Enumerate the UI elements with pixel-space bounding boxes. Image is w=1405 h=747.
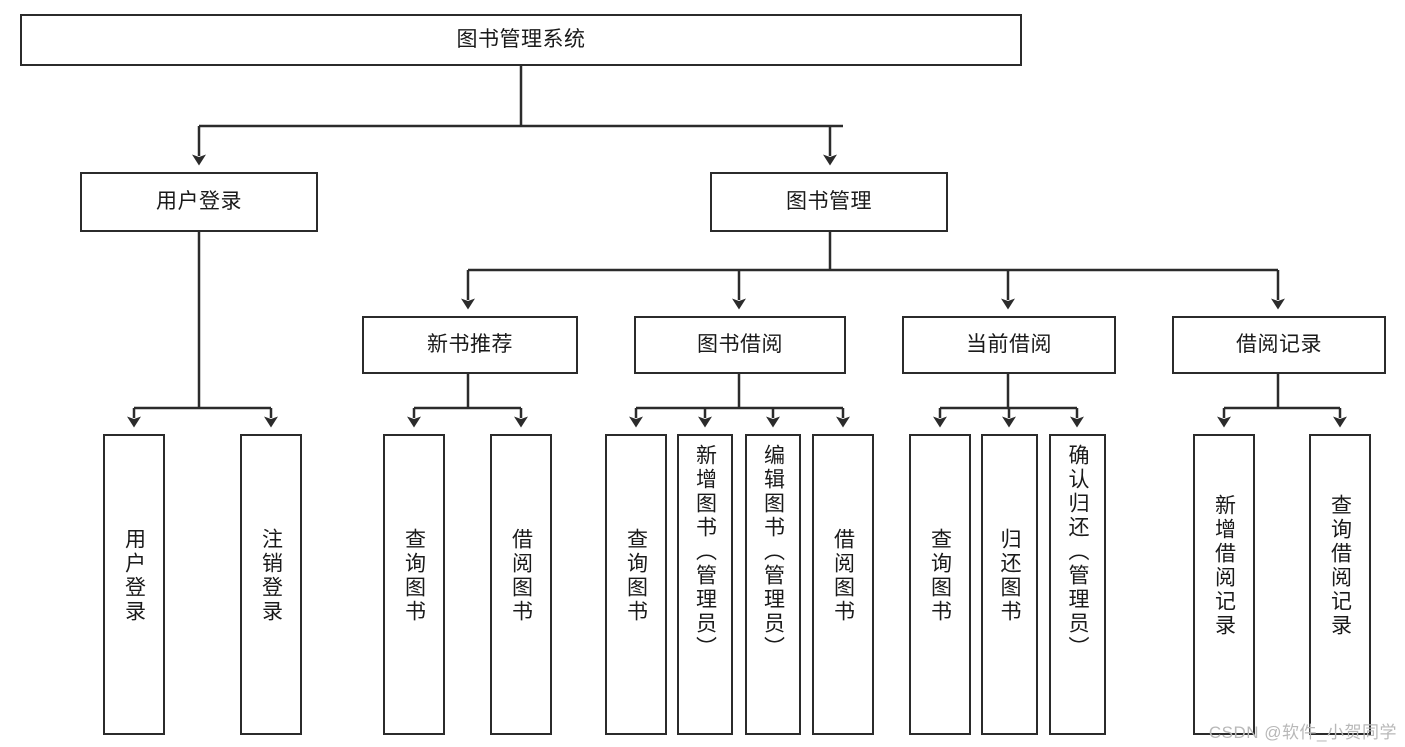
node-book-manage-label: 图书管理 — [786, 189, 872, 213]
node-leaf-user-login[interactable]: 用户登录 — [103, 434, 165, 735]
node-user-login[interactable]: 用户登录 — [80, 172, 318, 232]
node-leaf-query-book-3[interactable]: 查询图书 — [909, 434, 971, 735]
node-borrow-record-label: 借阅记录 — [1236, 332, 1322, 356]
node-current-borrow-label: 当前借阅 — [966, 332, 1052, 356]
node-leaf-borrow-book-1[interactable]: 借阅图书 — [490, 434, 552, 735]
node-leaf-confirm-return-label: 确认归还（管理员） — [1066, 444, 1089, 660]
node-leaf-return-book-label: 归还图书 — [998, 528, 1021, 624]
node-leaf-logout-label: 注销登录 — [259, 528, 283, 624]
node-leaf-borrow-book-2[interactable]: 借阅图书 — [812, 434, 874, 735]
node-leaf-query-record-label: 查询借阅记录 — [1328, 494, 1352, 638]
node-root-label: 图书管理系统 — [456, 27, 586, 51]
node-leaf-query-record[interactable]: 查询借阅记录 — [1309, 434, 1371, 735]
node-leaf-return-book[interactable]: 归还图书 — [981, 434, 1038, 735]
node-leaf-confirm-return[interactable]: 确认归还（管理员） — [1049, 434, 1106, 735]
node-leaf-add-book[interactable]: 新增图书（管理员） — [677, 434, 733, 735]
node-leaf-add-book-label: 新增图书（管理员） — [693, 444, 717, 660]
node-leaf-borrow-book-1-label: 借阅图书 — [509, 528, 533, 624]
node-leaf-add-record-label: 新增借阅记录 — [1212, 494, 1236, 638]
node-book-manage[interactable]: 图书管理 — [710, 172, 948, 232]
node-leaf-query-book-3-label: 查询图书 — [928, 528, 952, 624]
node-leaf-edit-book[interactable]: 编辑图书（管理员） — [745, 434, 801, 735]
node-leaf-query-book-2[interactable]: 查询图书 — [605, 434, 667, 735]
node-book-borrow[interactable]: 图书借阅 — [634, 316, 846, 374]
watermark-label: CSDN @软件_小贺同学 — [1208, 723, 1397, 742]
node-leaf-query-book-2-label: 查询图书 — [624, 528, 648, 624]
node-new-book-recommend-label: 新书推荐 — [427, 332, 513, 356]
node-leaf-add-record[interactable]: 新增借阅记录 — [1193, 434, 1255, 735]
node-leaf-query-book-1-label: 查询图书 — [402, 528, 426, 624]
node-current-borrow[interactable]: 当前借阅 — [902, 316, 1116, 374]
node-leaf-query-book-1[interactable]: 查询图书 — [383, 434, 445, 735]
node-leaf-borrow-book-2-label: 借阅图书 — [831, 528, 855, 624]
node-borrow-record[interactable]: 借阅记录 — [1172, 316, 1386, 374]
node-leaf-user-login-label: 用户登录 — [122, 528, 146, 624]
node-root[interactable]: 图书管理系统 — [20, 14, 1022, 66]
node-book-borrow-label: 图书借阅 — [697, 332, 783, 356]
node-leaf-logout[interactable]: 注销登录 — [240, 434, 302, 735]
node-new-book-recommend[interactable]: 新书推荐 — [362, 316, 578, 374]
node-user-login-label: 用户登录 — [156, 189, 242, 213]
node-leaf-edit-book-label: 编辑图书（管理员） — [761, 444, 785, 660]
